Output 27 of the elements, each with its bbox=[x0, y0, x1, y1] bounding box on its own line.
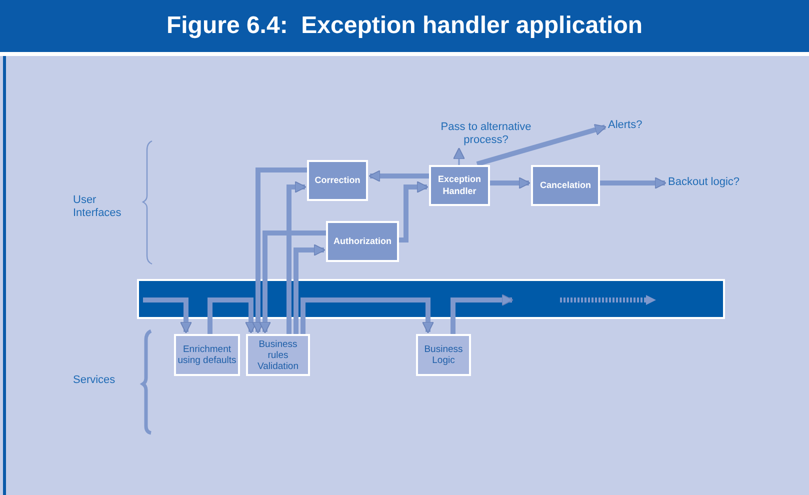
outcome-label: Pass to alternative process? bbox=[426, 121, 546, 149]
process-box: Correction bbox=[307, 160, 368, 201]
arrow bbox=[252, 168, 307, 334]
arrow bbox=[453, 147, 465, 165]
arrow bbox=[300, 298, 434, 334]
outcome-label: Backout logic? bbox=[668, 175, 768, 191]
arrow bbox=[600, 177, 667, 189]
arrow bbox=[259, 230, 326, 334]
layer-label: Services bbox=[73, 374, 116, 387]
arrow bbox=[450, 294, 514, 334]
arrow bbox=[286, 181, 307, 334]
arrow bbox=[208, 298, 257, 334]
arrow bbox=[399, 181, 429, 242]
process-box: Exception Handler bbox=[429, 165, 490, 206]
layer-label: User Interfaces bbox=[73, 194, 122, 220]
process-box: Authorization bbox=[326, 221, 399, 262]
outcome-label: Alerts? bbox=[608, 118, 668, 134]
arrow bbox=[476, 124, 606, 166]
service-box: Business Logic bbox=[416, 334, 471, 376]
arrow bbox=[294, 244, 326, 334]
arrow bbox=[368, 170, 429, 182]
service-box: Business rules Validation bbox=[246, 334, 310, 376]
process-box: Cancelation bbox=[531, 165, 600, 206]
title-bar: Figure 6.4: Exception handler application bbox=[0, 0, 809, 52]
service-box: Enrichment using defaults bbox=[174, 334, 240, 376]
arrow bbox=[490, 177, 531, 189]
arrow bbox=[143, 298, 192, 334]
